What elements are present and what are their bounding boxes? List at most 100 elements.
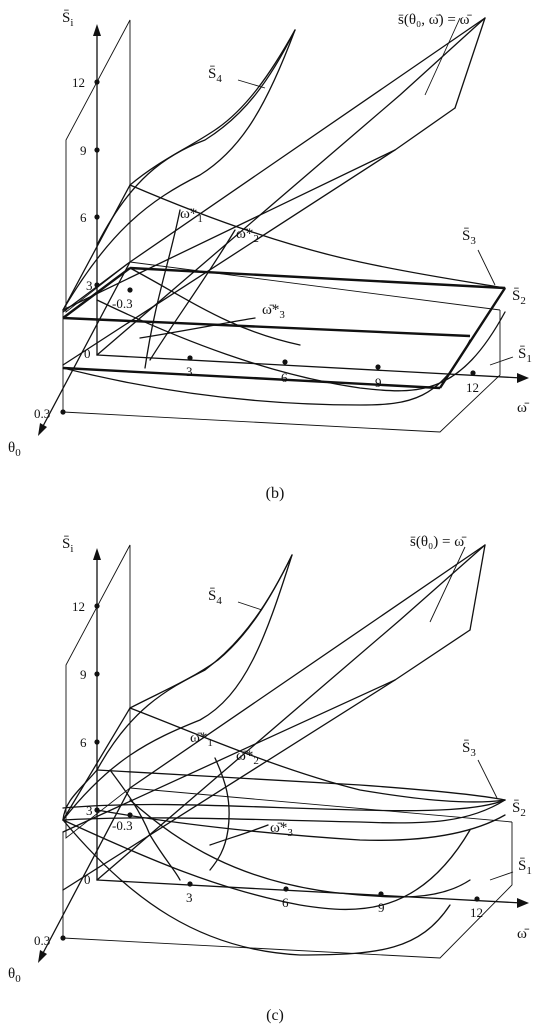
s4-label: S̄4 [208, 66, 222, 85]
omega2-curve [209, 757, 230, 871]
omega3-curve [209, 824, 269, 846]
x-axis-arrow [517, 373, 529, 383]
caption-c: (c) [266, 1007, 284, 1024]
theta-tick-neg: -0.3 [112, 818, 133, 833]
theta-axis-arrow [38, 423, 47, 436]
theta-axis-arrow [38, 950, 47, 963]
plane-leader [424, 17, 461, 96]
y-tick-3-dot [94, 807, 100, 813]
plane-leader [429, 546, 466, 623]
theta-axis [41, 787, 131, 956]
plane-label: s̄(θ₀) = ω̄ [410, 534, 467, 550]
plane-top-edge [129, 17, 486, 263]
omega3-label: ω̄*3 [262, 302, 285, 321]
theta-axis-label: θ0 [8, 966, 21, 985]
omega1-label: ω̄*1 [190, 730, 213, 749]
theta-tick-pos: 0.3 [34, 933, 50, 948]
s2-mid-curve [62, 799, 506, 812]
x-axis-label: ω̄ [517, 400, 530, 416]
s2-left-curve [62, 769, 98, 821]
plane-mid-edge [62, 679, 396, 833]
s2-left-thick [62, 267, 131, 319]
origin-label: 0 [84, 346, 91, 361]
s4-label: S̄4 [208, 588, 222, 607]
x-tick-6-dot [283, 886, 289, 892]
y-axis-label: S̄i [62, 536, 73, 555]
plane-right-edge [469, 544, 486, 631]
y-tick-3: 3 [86, 803, 93, 818]
y-tick-12: 12 [72, 75, 85, 90]
s2-mid-thick [62, 316, 471, 338]
theta-tick-pos: 0.3 [34, 406, 50, 421]
x-tick-6-dot [282, 359, 288, 365]
x-tick-9: 9 [375, 375, 382, 390]
y-axis-arrow [93, 548, 101, 560]
s1-curve-deep [62, 819, 451, 956]
s1-curve-back [96, 809, 506, 841]
omega1-curve [109, 769, 181, 881]
x-axis-arrow [517, 898, 529, 908]
s3-top-curve [129, 707, 506, 803]
y-tick-6: 6 [80, 210, 87, 225]
y-tick-6: 6 [80, 735, 87, 750]
s4-curve-back [129, 554, 293, 709]
x-tick-3-dot [187, 881, 193, 887]
omega3-label: ω̄*3 [270, 820, 293, 839]
s2-back-thick [129, 266, 506, 290]
y-tick-3-dot [94, 282, 100, 288]
omega2-label: ω̄*2 [236, 748, 259, 767]
x-axis-label: ω̄ [517, 926, 530, 942]
theta-axis-label: θ0 [8, 440, 21, 459]
s3-label: S̄3 [462, 228, 476, 247]
y-tick-9-dot [94, 147, 100, 153]
x-tick-3: 3 [186, 890, 193, 905]
y-tick-6-dot [94, 739, 100, 745]
s2-front-curve [62, 799, 506, 824]
theta-tick-neg-dot [127, 812, 133, 818]
omega2-curve [149, 229, 236, 361]
y-tick-3: 3 [86, 278, 93, 293]
theta-tick-neg-dot [127, 287, 133, 293]
omega1-label: ω̄*1 [180, 206, 203, 225]
omega1-curve [144, 209, 181, 369]
plane-top-edge [129, 544, 486, 789]
s4-leader [237, 79, 266, 89]
y-axis-label: S̄i [62, 10, 73, 29]
plane-back-edge [96, 17, 486, 356]
s1-curve-back [96, 299, 506, 392]
s2-label: S̄2 [512, 800, 526, 819]
s4-curve-mid [96, 29, 296, 246]
origin-label: 0 [84, 872, 91, 887]
s2-back-curve [96, 769, 506, 801]
s3-leader [477, 759, 498, 799]
x-tick-12-dot [470, 370, 476, 376]
plane-right-edge [454, 17, 486, 109]
bottom-plane-front [62, 310, 501, 433]
s4-left-edge [62, 184, 131, 311]
y-tick-9-dot [94, 671, 100, 677]
s1-curve-inner [129, 799, 471, 898]
panel-c: S̄i ω̄ θ0 s̄(θ₀) = ω̄ S̄4 S̄3 S̄2 S̄1 ω̄… [8, 534, 532, 1024]
s4-curve-front [62, 554, 293, 821]
bottom-plane-back [129, 261, 501, 311]
back-plane [65, 544, 131, 839]
x-tick-9-dot [378, 891, 384, 897]
x-axis [96, 879, 523, 904]
x-tick-9: 9 [378, 900, 385, 915]
s1-leader [489, 871, 514, 881]
s3-top-curve [129, 184, 506, 289]
back-plane [65, 19, 131, 313]
theta-tick-pos-dot [60, 935, 66, 941]
x-tick-12: 12 [470, 905, 483, 920]
s2-label: S̄2 [512, 288, 526, 307]
plane-label: s̄(θ₀, ω̄) = ω̄ [398, 12, 472, 28]
s3-label: S̄3 [462, 740, 476, 759]
s1-leader [489, 356, 514, 366]
s3-leader [477, 249, 496, 286]
x-tick-3-dot [187, 355, 193, 361]
theta-tick-neg: -0.3 [112, 296, 133, 311]
omega3-curve [139, 317, 256, 339]
s4-leader [237, 601, 263, 611]
omega2-label: ω̄*2 [236, 226, 259, 245]
